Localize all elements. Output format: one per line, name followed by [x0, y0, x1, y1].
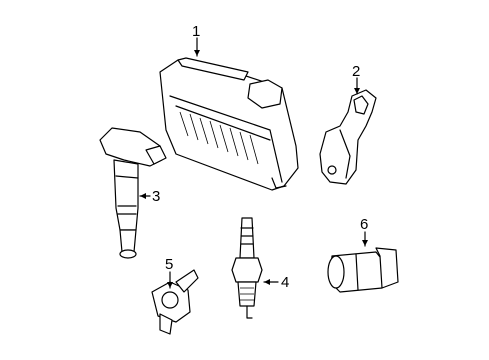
- leader-lines: [139, 37, 368, 289]
- spark-plug: [231, 217, 263, 319]
- sensor-5: [151, 269, 199, 335]
- callout-6: 6: [360, 216, 368, 233]
- callout-3: 3: [152, 188, 160, 205]
- ignition-coil: [99, 127, 167, 259]
- callout-4: 4: [281, 274, 289, 291]
- callout-1: 1: [192, 23, 200, 40]
- mounting-bracket: [319, 89, 377, 185]
- callout-5: 5: [165, 256, 173, 273]
- callout-2: 2: [352, 63, 360, 80]
- sensor-6: [327, 247, 399, 293]
- engine-control-module: [159, 57, 299, 191]
